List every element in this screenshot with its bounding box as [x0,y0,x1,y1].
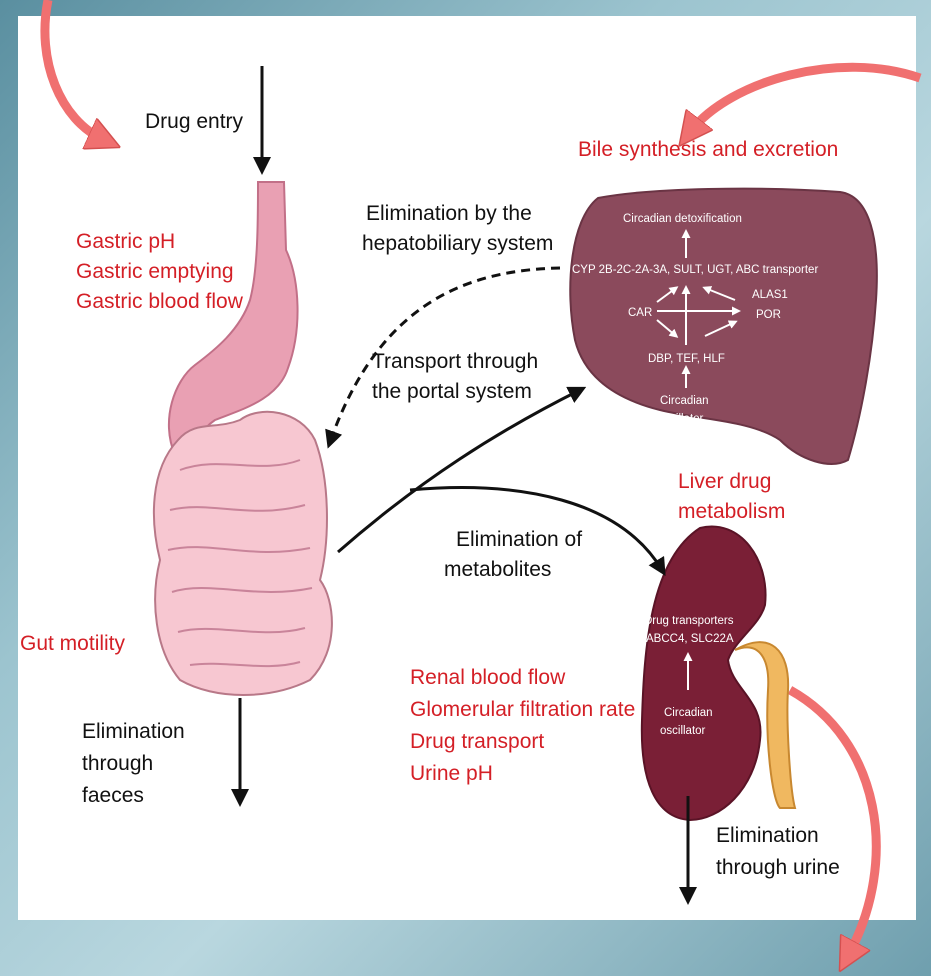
portal-line1: Transport through [372,350,538,373]
top-left-curved-arrow [45,0,104,140]
elim-metabolites-line1: Elimination of [456,528,582,551]
elim-faeces-line1: Elimination [82,720,185,743]
liver-detox-label: Circadian detoxification [623,213,742,225]
urine-ph-label: Urine pH [410,762,493,785]
liver-por-label: POR [756,309,781,321]
liver-enzymes-label: CYP 2B-2C-2A-3A, SULT, UGT, ABC transpor… [572,264,818,276]
liver-metabolism-line2: metabolism [678,500,785,523]
liver-oscillator-line2: oscillator [658,413,704,425]
liver-car-label: CAR [628,307,652,319]
gut-motility-label: Gut motility [20,632,126,655]
portal-line2: the portal system [372,380,532,403]
drug-transport-label: Drug transport [410,730,544,753]
liver-dbp-label: DBP, TEF, HLF [648,353,725,365]
elim-faeces-line3: faeces [82,784,144,807]
intestine-shape [154,412,332,695]
elim-metabolites-line2: metabolites [444,558,551,581]
bile-label: Bile synthesis and excretion [578,138,838,161]
gastric-blood-flow-label: Gastric blood flow [76,290,244,313]
kidney-oscillator-line1: Circadian [664,707,713,719]
liver-alas1-label: ALAS1 [752,289,788,301]
liver-metabolism-line1: Liver drug [678,470,771,493]
top-right-curved-arrow [690,67,920,132]
elim-hepatobiliary-line2: hepatobiliary system [362,232,553,255]
bottom-right-curved-arrow [790,690,876,956]
glomerular-filtration-label: Glomerular filtration rate [410,698,635,721]
elim-hepatobiliary-line1: Elimination by the [366,202,532,225]
elim-faeces-line2: through [82,752,153,775]
gastric-emptying-label: Gastric emptying [76,260,234,283]
drug-entry-label: Drug entry [145,110,244,133]
renal-blood-flow-label: Renal blood flow [410,666,566,689]
liver-oscillator-line1: Circadian [660,395,709,407]
kidney-transporters-line2: ABCC4, SLC22A [646,633,734,645]
kidney-oscillator-line2: oscillator [660,725,706,737]
elim-urine-line2: through urine [716,856,840,879]
elim-urine-line1: Elimination [716,824,819,847]
kidney-shape [642,527,766,820]
kidney-transporters-line1: Drug transporters [644,615,734,627]
gastric-ph-label: Gastric pH [76,230,175,253]
